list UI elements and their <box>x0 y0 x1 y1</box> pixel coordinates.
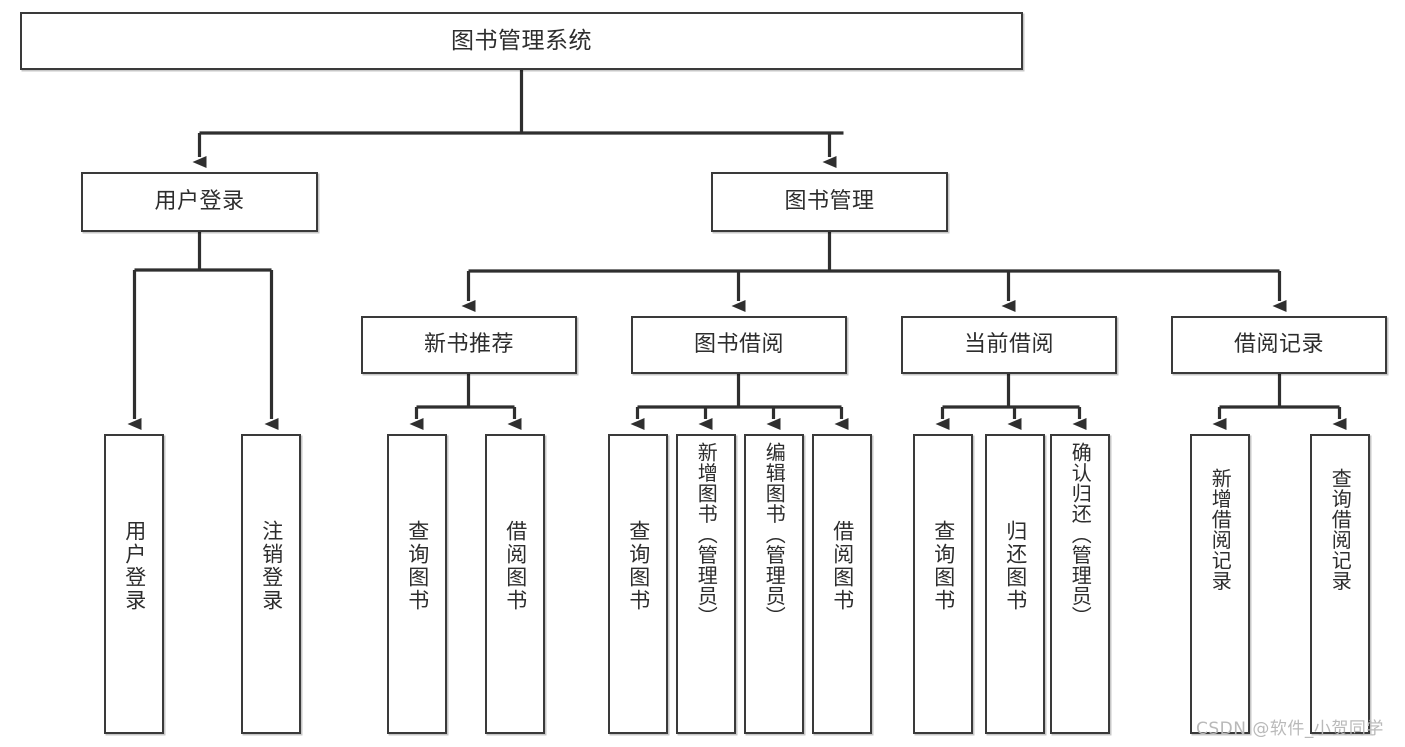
leaf-confirm-return-admin-label: 确认归还（管理员） <box>1068 442 1093 627</box>
node-book-management-label: 图书管理 <box>784 189 875 214</box>
leaf-borrow-book-label: 借阅图书 <box>830 520 855 612</box>
node-book-management[interactable]: 图书管理 <box>711 172 948 232</box>
leaf-add-borrow-record[interactable]: 新增借阅记录 <box>1190 434 1250 734</box>
leaf-borrow-book-recommend[interactable]: 借阅图书 <box>485 434 545 734</box>
node-user-login[interactable]: 用户登录 <box>81 172 318 232</box>
leaf-edit-book-admin[interactable]: 编辑图书（管理员） <box>744 434 804 734</box>
node-root-label: 图书管理系统 <box>451 27 592 54</box>
leaf-confirm-return-admin[interactable]: 确认归还（管理员） <box>1050 434 1110 734</box>
leaf-borrow-book[interactable]: 借阅图书 <box>812 434 872 734</box>
node-book-borrow[interactable]: 图书借阅 <box>631 316 847 374</box>
node-borrow-record-label: 借阅记录 <box>1233 332 1324 357</box>
leaf-query-book-current-label: 查询图书 <box>931 520 956 612</box>
leaf-query-book-recommend-label: 查询图书 <box>405 520 430 612</box>
leaf-query-book-borrow[interactable]: 查询图书 <box>608 434 668 734</box>
leaf-return-book[interactable]: 归还图书 <box>985 434 1045 734</box>
leaf-borrow-book-recommend-label: 借阅图书 <box>503 520 528 612</box>
node-current-borrow-label: 当前借阅 <box>963 332 1054 357</box>
leaf-logout[interactable]: 注销登录 <box>241 434 301 734</box>
node-user-login-label: 用户登录 <box>154 189 245 214</box>
node-root[interactable]: 图书管理系统 <box>20 12 1023 70</box>
csdn-watermark: CSDN @软件_小贺同学 <box>1196 719 1384 739</box>
leaf-user-login-label: 用户登录 <box>122 520 147 612</box>
node-current-borrow[interactable]: 当前借阅 <box>901 316 1117 374</box>
node-new-book-recommend-label: 新书推荐 <box>423 332 514 357</box>
leaf-add-book-admin[interactable]: 新增图书（管理员） <box>676 434 736 734</box>
leaf-edit-book-admin-label: 编辑图书（管理员） <box>762 442 787 627</box>
node-book-borrow-label: 图书借阅 <box>693 332 784 357</box>
node-borrow-record[interactable]: 借阅记录 <box>1171 316 1387 374</box>
leaf-query-borrow-record[interactable]: 查询借阅记录 <box>1310 434 1370 734</box>
leaf-add-borrow-record-label: 新增借阅记录 <box>1208 468 1233 591</box>
leaf-query-book-current[interactable]: 查询图书 <box>913 434 973 734</box>
leaf-return-book-label: 归还图书 <box>1003 520 1028 612</box>
leaf-user-login[interactable]: 用户登录 <box>104 434 164 734</box>
leaf-query-book-recommend[interactable]: 查询图书 <box>387 434 447 734</box>
node-new-book-recommend[interactable]: 新书推荐 <box>361 316 577 374</box>
leaf-query-borrow-record-label: 查询借阅记录 <box>1328 468 1353 591</box>
leaf-query-book-borrow-label: 查询图书 <box>626 520 651 612</box>
leaf-logout-label: 注销登录 <box>259 520 284 612</box>
leaf-add-book-admin-label: 新增图书（管理员） <box>694 442 719 627</box>
